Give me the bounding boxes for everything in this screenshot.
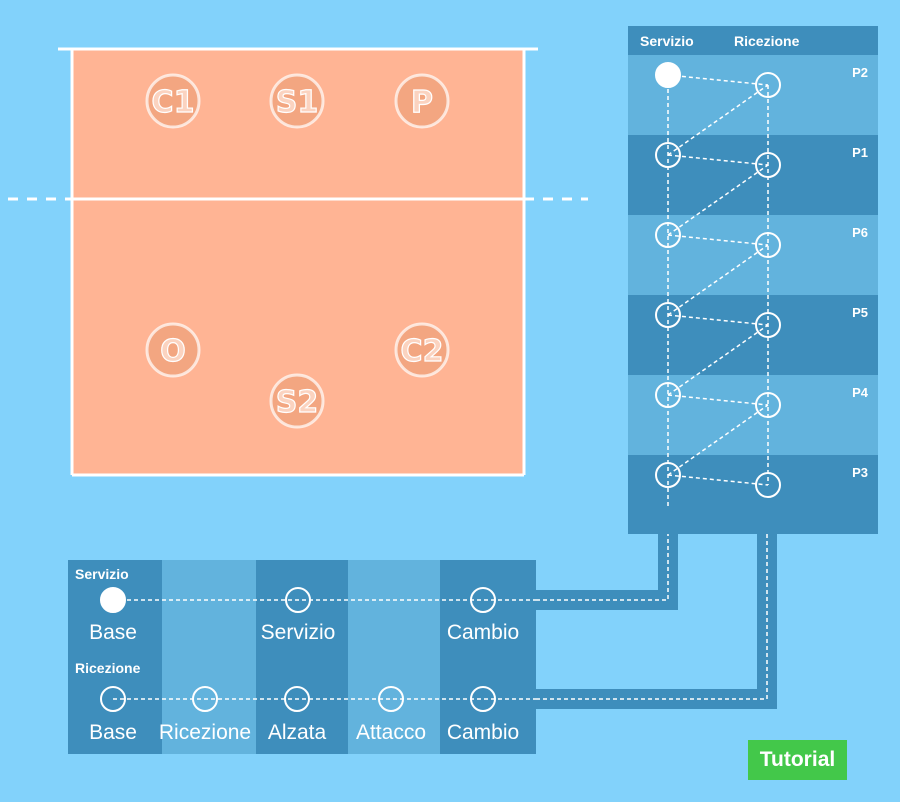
serve-step-cambio[interactable]: Cambio	[446, 621, 520, 644]
phase-column-ricezione	[162, 560, 256, 754]
receive-step-cambio[interactable]: Cambio	[446, 721, 520, 744]
serve-phase-node-base[interactable]	[100, 587, 126, 613]
receive-phase-node-attacco[interactable]	[378, 686, 404, 712]
rotation-label: P2	[852, 65, 868, 80]
rotation-label: P1	[852, 145, 868, 160]
player-token-c1[interactable]: C1	[145, 73, 201, 129]
rotation-label: P6	[852, 225, 868, 240]
rotation-row-p6[interactable]: P6	[628, 215, 878, 295]
player-label: S2	[276, 385, 318, 420]
serve-phase-node-cambio[interactable]	[470, 587, 496, 613]
rotation-row-p5[interactable]: P5	[628, 295, 878, 375]
receive-step-attacco[interactable]: Attacco	[355, 721, 427, 744]
rotation-header: Servizio Ricezione	[628, 26, 878, 55]
serve-phase-node-servizio[interactable]	[285, 587, 311, 613]
players: C1 S1 P O S2 C2	[145, 73, 450, 429]
receive-column-header: Ricezione	[734, 33, 800, 49]
phases-panel: Servizio Ricezione Base Servizio Cambio …	[68, 560, 536, 754]
rotation-label: P5	[852, 305, 868, 320]
rotation-row-p1[interactable]: P1	[628, 135, 878, 215]
phase-column-cambio	[440, 560, 536, 754]
receive-step-alzata[interactable]: Alzata	[267, 721, 327, 744]
rotation-row-p4[interactable]: P4	[628, 375, 878, 455]
receive-phase-node-cambio[interactable]	[470, 686, 496, 712]
serve-step-servizio[interactable]: Servizio	[260, 621, 336, 644]
serve-step-base[interactable]: Base	[89, 621, 137, 644]
player-token-o[interactable]: O	[145, 322, 201, 378]
player-label: S1	[276, 85, 318, 120]
rotation-panel: Servizio Ricezione P2 P1 P6 P5 P4 P3	[628, 26, 878, 534]
receive-phase-node-ricezione[interactable]	[192, 686, 218, 712]
phase-column-attacco	[348, 560, 440, 754]
receive-step-ricezione[interactable]: Ricezione	[158, 721, 252, 744]
serve-row-label: Servizio	[75, 566, 129, 582]
rotation-row-p2[interactable]: P2	[628, 55, 878, 135]
player-token-c2[interactable]: C2	[394, 322, 450, 378]
phase-column-servizio	[256, 560, 348, 754]
receive-connector	[536, 534, 777, 709]
serve-connector	[536, 534, 678, 610]
receive-row-label: Ricezione	[75, 660, 141, 676]
receive-step-base[interactable]: Base	[89, 721, 137, 744]
rotation-label: P3	[852, 465, 868, 480]
player-label: P	[411, 85, 433, 120]
player-label: O	[160, 334, 186, 369]
rotation-row-p3[interactable]: P3	[628, 455, 878, 534]
player-label: C2	[401, 334, 444, 369]
player-token-s2[interactable]: S2	[269, 373, 325, 429]
phase-nodes	[100, 587, 536, 712]
player-token-p[interactable]: P	[394, 73, 450, 129]
rotation-label: P4	[852, 385, 868, 400]
receive-phase-node-alzata[interactable]	[284, 686, 310, 712]
player-label: C1	[152, 85, 195, 120]
player-token-s1[interactable]: S1	[269, 73, 325, 129]
tutorial-button[interactable]: Tutorial	[748, 740, 847, 780]
receive-phase-node-base[interactable]	[100, 686, 126, 712]
serve-column-header: Servizio	[640, 33, 694, 49]
